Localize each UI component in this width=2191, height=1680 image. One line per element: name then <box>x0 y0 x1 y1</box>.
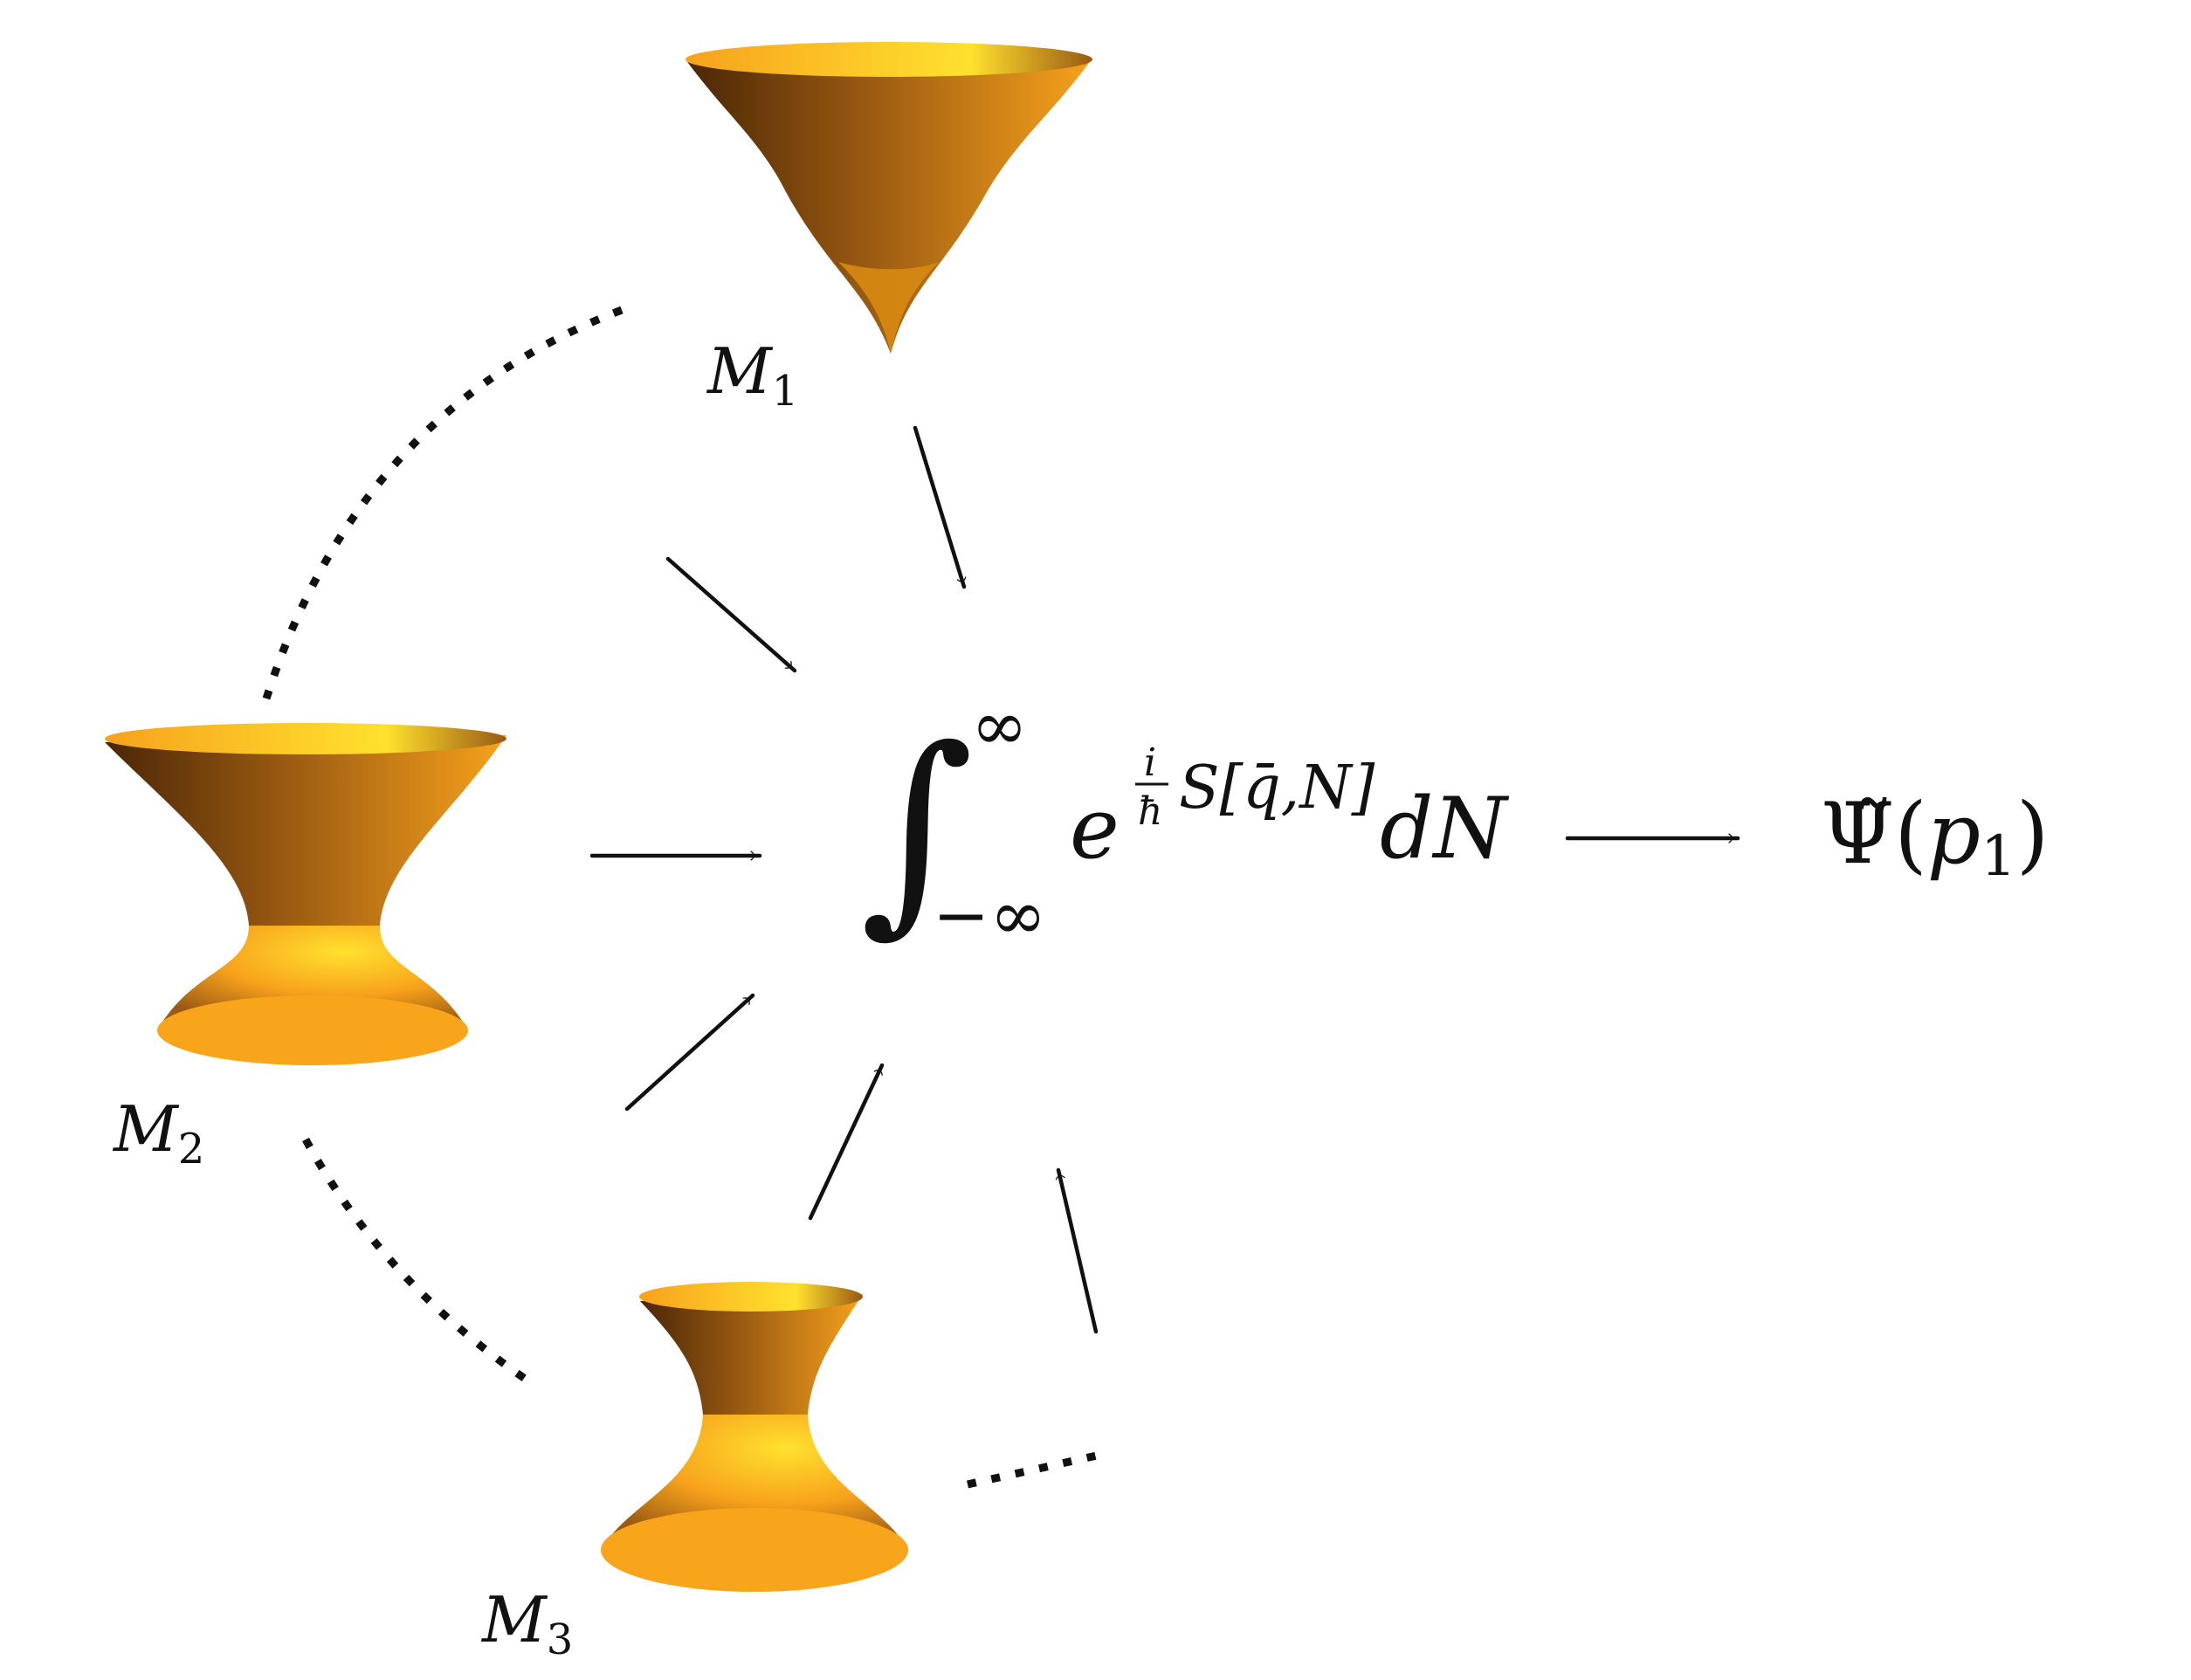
manifold-3-hourglass <box>601 1282 908 1592</box>
dotted-arc-m2-m3 <box>302 1137 535 1387</box>
manifold-3-rim <box>639 1282 863 1312</box>
manifold-1-surface <box>686 59 1092 354</box>
path-integral-expression: ∫ ∞ −∞ e i ħ S[q̄,N] dN <box>860 687 1509 955</box>
manifold-3-upper-surface <box>640 1294 863 1415</box>
exponential-base: e <box>1070 780 1120 878</box>
integral-differential: dN <box>1380 780 1509 878</box>
dotted-trail-m3 <box>967 1449 1106 1489</box>
manifold-2-base <box>157 995 468 1065</box>
manifold-1-tip-shade <box>838 262 939 354</box>
exponent-fraction-numerator: i <box>1144 740 1156 785</box>
manifold-2-upper-surface <box>105 735 506 926</box>
manifold-2-hourglass <box>105 723 506 1065</box>
integral-upper-limit: ∞ <box>971 687 1028 766</box>
manifold-2-rim <box>105 723 506 754</box>
manifold-1-label: M1 <box>706 334 798 416</box>
arrow-lower-left-to-integral <box>624 993 755 1112</box>
wavefunction-result: Ψ̃(p1) <box>1821 785 2049 889</box>
manifold-2-label: M2 <box>112 1092 204 1174</box>
dotted-arc-m1-m2 <box>262 306 624 700</box>
manifold-1-rim <box>686 42 1092 77</box>
exponent-fraction-denominator: ħ <box>1138 789 1162 834</box>
arrow-upper-left-to-integral <box>665 556 797 673</box>
manifold-1-cone <box>686 42 1092 354</box>
wavefunction-symbol: Ψ̃ <box>1821 785 1894 883</box>
manifold-3-base <box>601 1508 908 1592</box>
integral-lower-limit: −∞ <box>933 877 1046 955</box>
manifold-3-label: M3 <box>480 1583 573 1664</box>
arrow-m1-to-integral <box>913 425 967 589</box>
exponent-action: S[q̄,N] <box>1179 754 1375 823</box>
arrow-lower-right-to-integral <box>1055 1167 1099 1334</box>
integral-sign: ∫ <box>860 701 974 955</box>
arrow-m3-to-integral <box>808 1063 885 1221</box>
